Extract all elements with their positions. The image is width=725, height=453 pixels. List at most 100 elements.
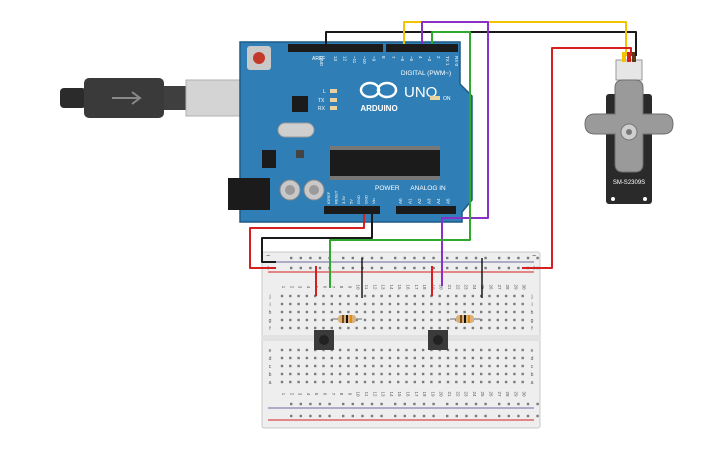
breadboard-hole[interactable]: [305, 372, 309, 376]
breadboard-hole[interactable]: [305, 294, 309, 298]
breadboard-hole[interactable]: [471, 380, 475, 384]
rail-hole[interactable]: [380, 266, 383, 270]
breadboard-hole[interactable]: [480, 380, 483, 384]
breadboard-hole[interactable]: [438, 302, 441, 306]
breadboard-hole[interactable]: [496, 356, 499, 360]
breadboard-hole[interactable]: [314, 364, 317, 368]
breadboard-hole[interactable]: [347, 326, 350, 330]
breadboard-hole[interactable]: [480, 356, 483, 360]
breadboard-hole[interactable]: [380, 310, 383, 314]
rail-hole[interactable]: [536, 402, 539, 406]
breadboard-hole[interactable]: [355, 302, 358, 306]
breadboard-hole[interactable]: [405, 302, 408, 306]
breadboard-hole[interactable]: [388, 380, 392, 384]
breadboard-hole[interactable]: [289, 372, 292, 376]
breadboard-hole[interactable]: [372, 380, 375, 384]
breadboard-hole[interactable]: [388, 318, 392, 322]
breadboard-hole[interactable]: [305, 348, 309, 352]
breadboard-hole[interactable]: [446, 356, 450, 360]
breadboard-hole[interactable]: [372, 356, 375, 360]
breadboard-hole[interactable]: [421, 318, 425, 322]
rail-hole[interactable]: [465, 402, 468, 406]
rail-hole[interactable]: [422, 402, 426, 406]
breadboard-hole[interactable]: [446, 294, 450, 298]
breadboard-hole[interactable]: [289, 318, 292, 322]
rail-hole[interactable]: [342, 266, 345, 270]
breadboard-hole[interactable]: [496, 326, 499, 330]
breadboard-hole[interactable]: [488, 364, 491, 368]
breadboard-hole[interactable]: [388, 372, 392, 376]
breadboard-hole[interactable]: [521, 310, 524, 314]
breadboard-hole[interactable]: [504, 364, 508, 368]
rail-hole[interactable]: [299, 402, 302, 406]
breadboard-hole[interactable]: [471, 310, 475, 314]
resistor-2[interactable]: [450, 315, 480, 323]
breadboard-hole[interactable]: [513, 372, 516, 376]
breadboard-hole[interactable]: [421, 302, 425, 306]
breadboard-hole[interactable]: [372, 348, 375, 352]
breadboard-hole[interactable]: [280, 380, 284, 384]
breadboard-hole[interactable]: [421, 326, 425, 330]
rail-hole[interactable]: [394, 402, 397, 406]
breadboard-hole[interactable]: [521, 372, 524, 376]
rail-hole[interactable]: [455, 414, 458, 418]
breadboard-hole[interactable]: [347, 372, 350, 376]
breadboard-hole[interactable]: [347, 380, 350, 384]
breadboard-hole[interactable]: [430, 356, 433, 360]
breadboard-hole[interactable]: [347, 364, 350, 368]
breadboard-hole[interactable]: [297, 348, 300, 352]
rail-hole[interactable]: [526, 414, 530, 418]
push-button-2[interactable]: [428, 330, 448, 350]
resistor-1[interactable]: [332, 315, 362, 323]
breadboard-hole[interactable]: [438, 372, 441, 376]
breadboard-hole[interactable]: [446, 326, 450, 330]
breadboard-hole[interactable]: [297, 364, 300, 368]
breadboard-hole[interactable]: [372, 364, 375, 368]
breadboard-hole[interactable]: [480, 348, 483, 352]
breadboard-hole[interactable]: [355, 364, 358, 368]
breadboard-hole[interactable]: [463, 302, 466, 306]
breadboard-hole[interactable]: [463, 356, 466, 360]
rail-hole[interactable]: [536, 414, 539, 418]
breadboard-hole[interactable]: [397, 318, 400, 322]
breadboard-hole[interactable]: [280, 318, 284, 322]
breadboard-hole[interactable]: [405, 364, 408, 368]
breadboard-hole[interactable]: [297, 326, 300, 330]
breadboard-hole[interactable]: [463, 364, 466, 368]
breadboard-hole[interactable]: [504, 356, 508, 360]
breadboard-hole[interactable]: [405, 348, 408, 352]
breadboard-hole[interactable]: [455, 380, 458, 384]
breadboard-hole[interactable]: [513, 326, 516, 330]
breadboard-hole[interactable]: [488, 372, 491, 376]
breadboard-hole[interactable]: [405, 310, 408, 314]
breadboard-hole[interactable]: [347, 294, 350, 298]
breadboard-hole[interactable]: [413, 380, 416, 384]
breadboard-hole[interactable]: [280, 372, 284, 376]
breadboard-hole[interactable]: [363, 302, 367, 306]
breadboard-hole[interactable]: [463, 310, 466, 314]
breadboard-hole[interactable]: [405, 326, 408, 330]
breadboard-hole[interactable]: [463, 326, 466, 330]
breadboard-hole[interactable]: [305, 310, 309, 314]
rail-hole[interactable]: [342, 414, 345, 418]
breadboard-hole[interactable]: [446, 372, 450, 376]
rail-hole[interactable]: [318, 414, 322, 418]
breadboard-hole[interactable]: [421, 294, 425, 298]
breadboard-hole[interactable]: [330, 310, 333, 314]
breadboard-hole[interactable]: [363, 318, 367, 322]
rail-hole[interactable]: [507, 266, 510, 270]
breadboard-hole[interactable]: [413, 310, 416, 314]
breadboard-hole[interactable]: [330, 326, 333, 330]
breadboard-hole[interactable]: [338, 356, 342, 360]
breadboard-hole[interactable]: [322, 310, 325, 314]
breadboard-hole[interactable]: [488, 380, 491, 384]
breadboard-hole[interactable]: [421, 364, 425, 368]
rail-hole[interactable]: [446, 414, 449, 418]
breadboard-hole[interactable]: [314, 380, 317, 384]
breadboard-hole[interactable]: [380, 326, 383, 330]
breadboard-hole[interactable]: [438, 364, 441, 368]
breadboard-hole[interactable]: [405, 380, 408, 384]
breadboard-hole[interactable]: [289, 294, 292, 298]
breadboard-hole[interactable]: [513, 356, 516, 360]
rail-hole[interactable]: [413, 414, 416, 418]
